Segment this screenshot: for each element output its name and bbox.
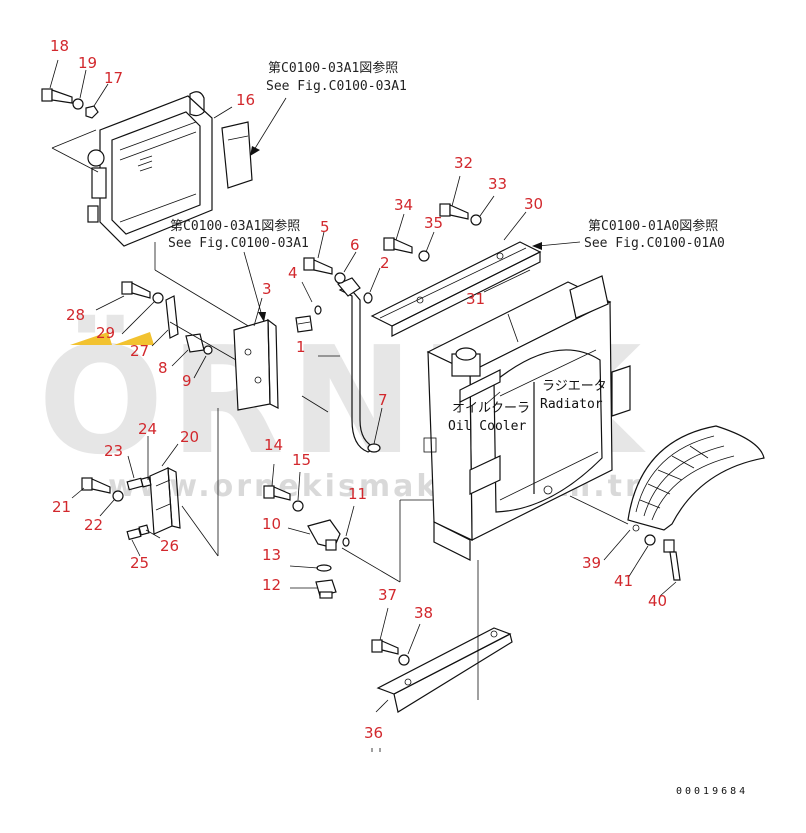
callout-26: 26 [160,537,179,555]
callout-41: 41 [614,572,633,590]
watermark-accent-mark-2 [114,332,154,345]
callout-9: 9 [182,372,192,390]
callout-3: 3 [262,280,272,298]
callout-33: 33 [488,175,507,193]
reference-arrow-right [537,241,581,247]
callout-1: 1 [296,338,306,356]
washer-35 [418,250,430,262]
bolt-14 [263,485,291,501]
callout-38: 38 [414,604,433,622]
reference-middle-jp: 第C0100-03A1図参照 [170,218,300,234]
callout-25: 25 [130,554,149,572]
fitting-23 [126,476,152,491]
callout-13: 13 [262,546,281,564]
callout-4: 4 [288,264,298,282]
callout-32: 32 [454,154,473,172]
reference-middle-en: See Fig.C0100-03A1 [168,236,309,251]
reference-arrow-top [253,97,287,151]
oil-cooler-label-jp: オイルクーラ [452,401,530,416]
callout-22: 22 [84,516,103,534]
fan-shroud-39 [627,425,765,532]
washer-22 [112,490,124,502]
washer-15 [292,500,304,512]
callout-11: 11 [348,485,367,503]
washer-6 [334,272,346,284]
callout-16: 16 [236,91,255,109]
bolt-40 [663,539,681,581]
callout-10: 10 [262,515,281,533]
reference-arrowhead-middle [258,312,266,322]
callout-15: 15 [292,451,311,469]
callout-14: 14 [264,436,283,454]
callout-7: 7 [378,391,388,409]
washer-19 [72,98,84,110]
callout-35: 35 [424,214,443,232]
callout-28: 28 [66,306,85,324]
watermark-accent-mark [70,332,112,345]
callout-29: 29 [96,324,115,342]
callout-34: 34 [394,196,413,214]
reference-arrowhead-right [532,242,542,250]
bolt-5 [303,257,333,275]
callout-12: 12 [262,576,281,594]
plug-12 [315,579,337,599]
callout-20: 20 [180,428,199,446]
bolt-37 [371,639,399,655]
reference-right-en: See Fig.C0100-01A0 [584,236,725,251]
reference-right-jp: 第C0100-01A0図参照 [588,218,718,234]
callout-40: 40 [648,592,667,610]
elbow-10 [307,519,341,551]
callout-18: 18 [50,37,69,55]
o-ring-11 [342,537,350,547]
radiator-label-en: Radiator [540,397,603,412]
callout-17: 17 [104,69,123,87]
callout-2: 2 [380,254,390,272]
callout-39: 39 [582,554,601,572]
callout-24: 24 [138,420,157,438]
drawing-number: 00019684 [676,786,748,797]
o-ring-2 [363,292,373,304]
plate-27 [165,295,179,339]
callout-5: 5 [320,218,330,236]
washer-9 [203,345,213,355]
callout-19: 19 [78,54,97,72]
callout-8: 8 [158,359,168,377]
callout-27: 27 [130,342,149,360]
bracket-3 [233,318,279,411]
nut-17 [85,105,99,119]
callout-6: 6 [350,236,360,254]
callout-36: 36 [364,724,383,742]
washer-33 [470,214,482,226]
reference-arrow-middle [243,251,263,317]
callout-21: 21 [52,498,71,516]
reference-top-jp: 第C0100-03A1図参照 [268,60,398,76]
oil-cooler-label-en: Oil Cooler [448,419,526,434]
washer-29 [152,292,164,304]
bracket-30 [370,241,542,337]
reference-arrowhead-top [250,146,260,156]
callout-37: 37 [378,586,397,604]
callout-30: 30 [524,195,543,213]
oil-cooler-assembly-drawing [87,91,253,247]
plate-36 [376,627,513,713]
bolt-34 [383,237,413,254]
radiator-label-jp: ラジエータ [542,379,607,394]
callout-23: 23 [104,442,123,460]
radiator-assembly-drawing [423,275,631,561]
bolt-28 [121,281,151,299]
callout-31: 31 [466,290,485,308]
reference-top-en: See Fig.C0100-03A1 [266,79,407,94]
bolt-18 [41,88,73,104]
washer-38 [398,654,410,666]
o-ring-13 [316,564,332,572]
fitting-25 [126,524,150,541]
bolt-21 [81,477,111,494]
bolt-4 [295,315,313,333]
pipe-1 [337,277,381,453]
washer-41 [644,534,656,546]
block-20 [149,466,181,535]
bolt-32 [439,203,469,220]
